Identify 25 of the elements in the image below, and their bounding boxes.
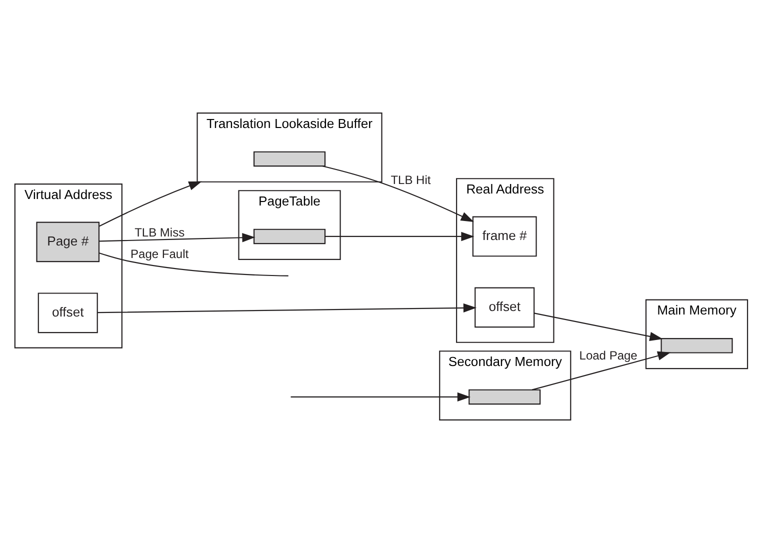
- arrow: [99, 181, 202, 227]
- edge-label: TLB Hit: [390, 172, 431, 187]
- node-bar: [253, 151, 326, 167]
- edge-label: Load Page: [579, 348, 638, 363]
- node-bar: [660, 338, 733, 354]
- cluster: Secondary Memory: [439, 350, 572, 420]
- node-bar: [468, 389, 541, 405]
- arrow: [97, 303, 477, 314]
- node-box: offset: [474, 287, 535, 328]
- arrow: [325, 232, 474, 242]
- arrow: [322, 166, 474, 222]
- node-box: frame #: [472, 216, 537, 257]
- node-bar: [253, 228, 326, 244]
- edge-label: TLB Miss: [134, 225, 185, 240]
- cluster: PageTable: [238, 190, 341, 260]
- arrow: [534, 312, 663, 341]
- connector: [98, 252, 288, 276]
- node-box: offset: [38, 292, 98, 334]
- arrow: [99, 233, 256, 242]
- node-box: Page #: [36, 222, 100, 262]
- cluster: Main Memory: [645, 299, 748, 370]
- arrow: [532, 351, 671, 390]
- arrow: [290, 392, 471, 402]
- cluster: Translation Lookaside Buffer: [196, 112, 382, 182]
- edge-label: Page Fault: [130, 247, 189, 262]
